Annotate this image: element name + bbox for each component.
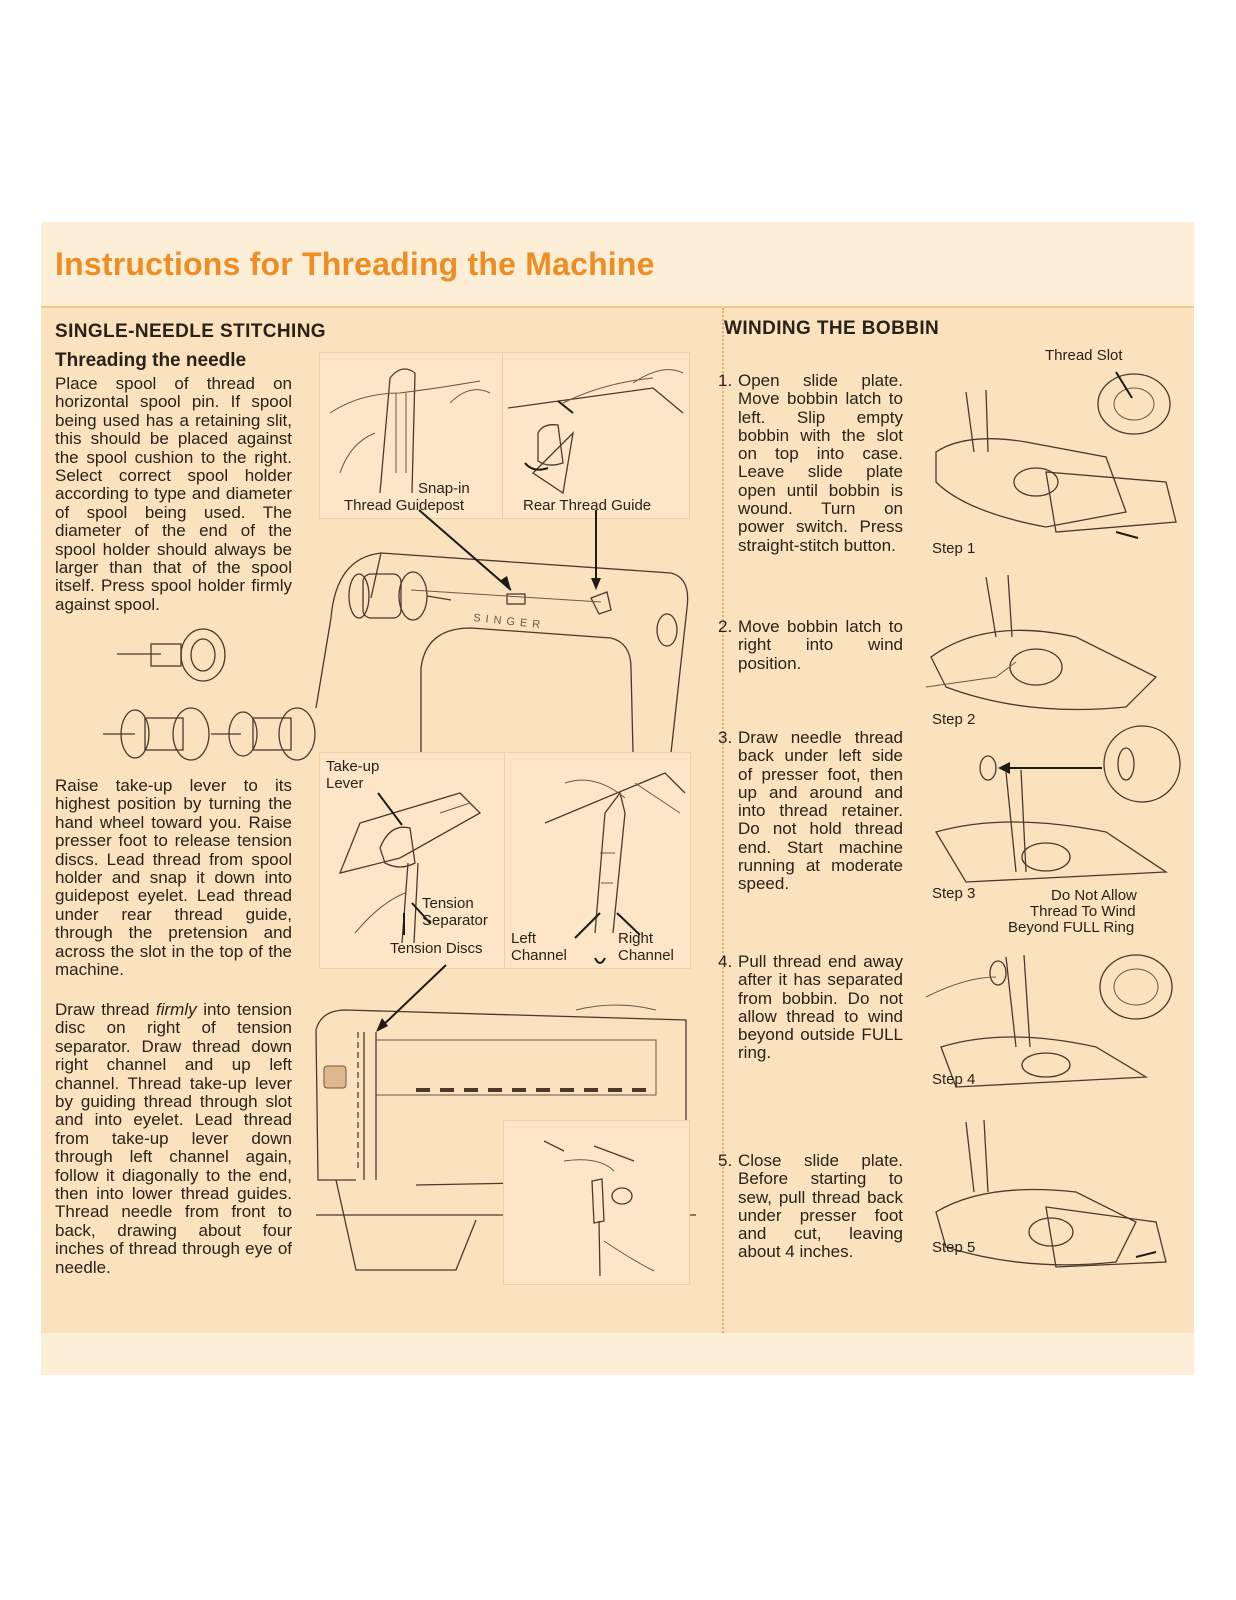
step5-illustration — [935, 1119, 1167, 1268]
spool-holder-left — [103, 707, 210, 761]
machine-top-illustration: SINGER — [315, 509, 689, 754]
warning-line-3: Beyond FULL Ring — [1008, 919, 1135, 936]
right-label: Right — [618, 930, 654, 947]
lever-label: Lever — [326, 775, 364, 792]
left-channel-label: Channel — [511, 947, 567, 964]
step-number: 4. — [718, 952, 733, 971]
step5-label: Step 5 — [932, 1239, 976, 1256]
channel-panel: Left Channel Right Channel — [504, 752, 691, 969]
paragraph-spool: Place spool of thread on horizontal spoo… — [55, 374, 292, 614]
needle-panel — [503, 1120, 690, 1285]
header-band: Instructions for Threading the Machine — [41, 222, 1194, 306]
spool-holder-small — [117, 628, 226, 682]
take-up-panel: Take-up Lever Tension Separator Tension … — [319, 752, 505, 969]
step1-illustration — [935, 371, 1177, 539]
step-text: Close slide plate. Before starting to se… — [738, 1151, 903, 1262]
step2-label: Step 2 — [932, 711, 976, 728]
spool-holder-right — [211, 707, 316, 761]
step2-illustration — [925, 574, 1158, 711]
tension-label: Tension — [422, 895, 474, 912]
step-text: Move bobbin latch to right into wind pos… — [738, 617, 903, 673]
paragraph-take-up: Raise take-up lever to its highest posit… — [55, 776, 292, 980]
left-label: Left — [511, 930, 537, 947]
guidepost-panel: Snap-in Thread Guidepost — [319, 352, 503, 519]
thread-slot-label: Thread Slot — [1045, 347, 1123, 364]
take-up-label: Take-up — [326, 758, 380, 775]
warning-line-2: Thread To Wind — [1030, 903, 1136, 920]
rear-thread-guide-label: Rear Thread Guide — [523, 497, 652, 514]
separator-label: Separator — [422, 912, 488, 929]
step1-label: Step 1 — [932, 540, 976, 557]
winding-bobbin-heading: WINDING THE BOBBIN — [724, 318, 940, 339]
step3-label: Step 3 — [932, 885, 976, 902]
threading-needle-subheading: Threading the needle — [55, 350, 247, 371]
single-needle-heading: SINGLE-NEEDLE STITCHING — [55, 321, 326, 342]
snap-in-label: Snap-in — [418, 480, 470, 497]
step3-illustration — [935, 725, 1181, 883]
step-number: 5. — [718, 1151, 733, 1170]
page-title: Instructions for Threading the Machine — [55, 246, 655, 282]
thread-guidepost-label: Thread Guidepost — [344, 497, 465, 514]
paragraph-tension: Draw thread firmly into tension disc on … — [55, 1000, 292, 1277]
right-channel-label: Channel — [618, 947, 674, 964]
warning-line-1: Do Not Allow — [1051, 887, 1137, 904]
tension-discs-label: Tension Discs — [390, 940, 483, 957]
step4-label: Step 4 — [932, 1071, 976, 1088]
step-text: Draw needle thread back under left side … — [738, 728, 903, 894]
instruction-sheet: Instructions for Threading the Machine S… — [41, 222, 1194, 1375]
step4-illustration — [925, 954, 1173, 1088]
step-text: Open slide plate. Move bobbin latch to l… — [738, 371, 903, 555]
step-number: 2. — [718, 617, 733, 636]
spool-holder-illustration — [103, 628, 316, 761]
footer-band — [41, 1333, 1194, 1375]
rear-guide-panel: Rear Thread Guide — [502, 352, 690, 519]
step-number: 3. — [718, 728, 733, 747]
step-text: Pull thread end away after it has separa… — [738, 952, 903, 1063]
step-number: 1. — [718, 371, 733, 390]
column-divider — [722, 308, 724, 1333]
header-rule — [41, 306, 1194, 308]
